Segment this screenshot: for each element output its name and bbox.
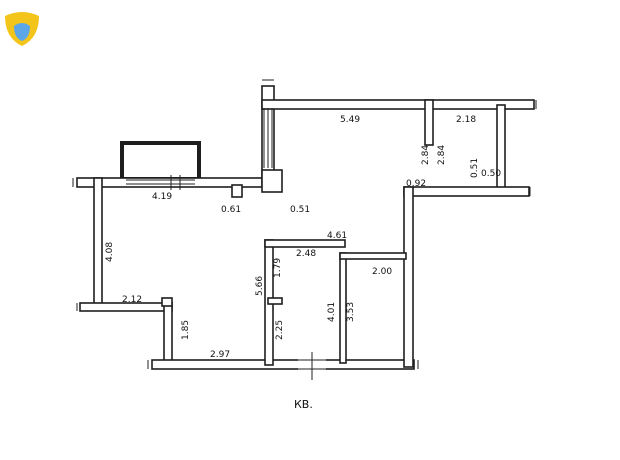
dim-0-92: 0.92: [406, 179, 426, 189]
dim-2-18: 2.18: [456, 115, 476, 125]
dim-0-50: 0.50: [481, 169, 501, 179]
dimension-labels: 5.49 2.18 2.84 2.84 0.51 0.50 0.92 4.19 …: [105, 115, 501, 360]
dim-0-51-vert: 0.51: [470, 158, 480, 178]
dim-4-61: 4.61: [327, 231, 347, 241]
dim-0-51: 0.51: [290, 205, 310, 215]
dim-2-97: 2.97: [210, 350, 230, 360]
dim-3-53: 3.53: [346, 302, 356, 322]
dim-5-66: 5.66: [255, 276, 265, 296]
dim-2-84-a: 2.84: [421, 145, 431, 165]
app-logo: [2, 8, 42, 48]
dim-2-48: 2.48: [296, 249, 316, 259]
dim-2-12: 2.12: [122, 295, 142, 305]
dim-4-19: 4.19: [152, 192, 172, 202]
balcony: [120, 141, 201, 181]
dim-1-85: 1.85: [181, 320, 191, 340]
dim-4-08: 4.08: [105, 242, 115, 262]
dim-2-00: 2.00: [372, 267, 392, 277]
wall-end-marks: [72, 79, 537, 369]
dim-1-79: 1.79: [273, 258, 283, 278]
dim-5-49: 5.49: [340, 115, 360, 125]
apartment-caption: КВ.: [294, 398, 313, 411]
dim-2-84-b: 2.84: [437, 145, 447, 165]
dim-4-01: 4.01: [327, 302, 337, 322]
dim-0-61: 0.61: [221, 205, 241, 215]
outer-walls: [76, 85, 535, 380]
windows: [126, 108, 273, 190]
dim-2-25: 2.25: [275, 320, 285, 340]
